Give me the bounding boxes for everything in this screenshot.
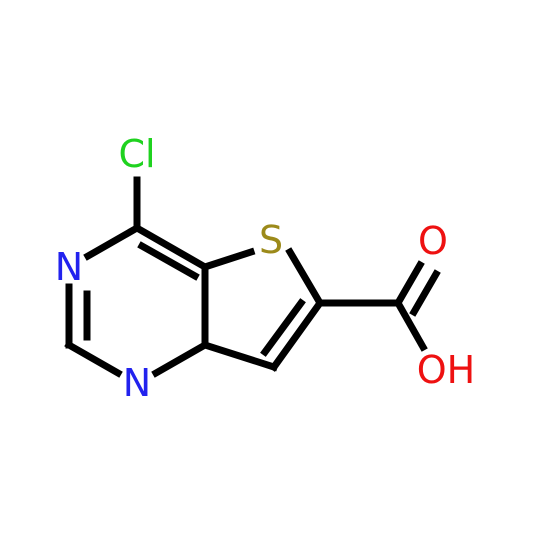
bond-c4-n3 — [83, 223, 142, 261]
bond-c4a-s — [200, 247, 256, 272]
bond-c4-c4a — [132, 223, 210, 272]
chlorine-atom-label: Cl — [118, 132, 155, 176]
bond-group — [64, 176, 441, 378]
bond-c4-c4a-double — [137, 241, 200, 281]
bond-c2-n1 — [64, 340, 123, 378]
nitrogen-atom-label-lower: N — [123, 361, 151, 405]
bond-carboxyl-oh — [393, 298, 428, 352]
carbonyl-oxygen-label: O — [418, 219, 448, 263]
atom-labels: Cl S N N O OH — [55, 132, 475, 405]
bond-carboxyl-o — [393, 260, 425, 308]
bond-carboxyl-o-double — [409, 269, 441, 317]
sulfur-atom-label: S — [259, 218, 283, 262]
bond-c6-c7 — [269, 298, 325, 372]
nitrogen-atom-label-upper: N — [55, 245, 83, 289]
bond-s-c6 — [285, 247, 325, 308]
bond-n1-c7a — [151, 340, 210, 378]
bond-c6-c7-double — [260, 298, 306, 357]
bond-c7-c7a — [200, 340, 279, 372]
hydroxyl-oh-label: OH — [417, 348, 475, 392]
